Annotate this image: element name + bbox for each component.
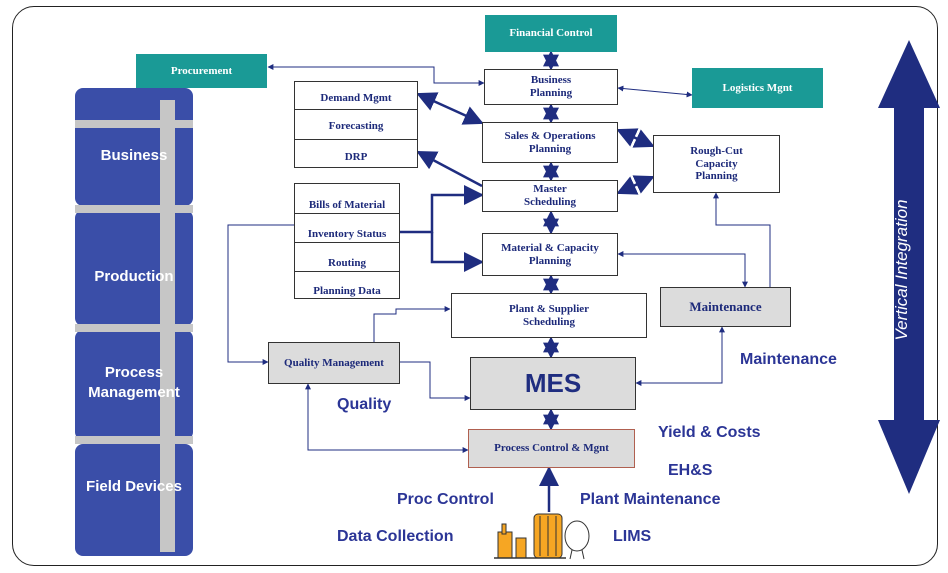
lims-label: LIMS (613, 528, 652, 545)
demand-list-item: Forecasting (328, 120, 384, 132)
materials-list-item: Routing (328, 257, 366, 269)
rough-cut-capacity-planning-box: Rough-Cut Capacity Planning (653, 135, 780, 193)
materials-list-divider (295, 213, 399, 214)
mes-box: MES (470, 357, 636, 410)
plant-icon (494, 513, 590, 560)
demand-list-divider (295, 139, 417, 140)
maintenance-box: Maintenance (660, 287, 791, 327)
material-capacity-planning-box: Material & Capacity Planning (482, 233, 618, 276)
plant-supplier-scheduling-box: Plant & Supplier Scheduling (451, 293, 647, 338)
stack-label-process-management: Process Management (88, 364, 180, 401)
stack-label-field-devices: Field Devices (86, 478, 182, 495)
business-planning-box: Business Planning (484, 69, 618, 105)
stack-separator (75, 324, 193, 332)
data-collection-label: Data Collection (337, 528, 454, 545)
materials-list-divider (295, 242, 399, 243)
vertical-integration-arrow (878, 40, 940, 494)
logistics-mgnt-box: Logistics Mgnt (692, 68, 823, 108)
stack-label-business: Business (100, 147, 168, 164)
demand-list-item: Demand Mgmt (320, 92, 392, 104)
materials-list-divider (295, 271, 399, 272)
master-scheduling-box: Master Scheduling (482, 180, 618, 212)
quality-management-box: Quality Management (268, 342, 400, 384)
stack-separator (75, 436, 193, 444)
vertical-integration-label: Vertical Integration (892, 199, 911, 341)
maintenance-label: Maintenance (740, 351, 837, 368)
proc-control-label: Proc Control (397, 491, 494, 508)
procurement-box: Procurement (136, 54, 267, 88)
stack-separator (75, 120, 193, 128)
yield-costs-label: Yield & Costs (658, 424, 761, 441)
demand-list-divider (295, 109, 417, 110)
stack-separator (75, 205, 193, 213)
process-control-mgnt-box: Process Control & Mgnt (468, 429, 635, 468)
quality-label: Quality (337, 396, 392, 413)
materials-list-item: Bills of Material (308, 199, 386, 211)
financial-control-box: Financial Control (485, 15, 617, 52)
materials-list-item: Inventory Status (307, 228, 387, 240)
plant-maintenance-label: Plant Maintenance (580, 491, 721, 508)
materials-list: Bills of Material Inventory Status Routi… (294, 183, 400, 299)
sales-operations-planning-box: Sales & Operations Planning (482, 122, 618, 163)
materials-list-item: Planning Data (313, 285, 381, 297)
stack-label-production: Production (94, 268, 174, 285)
demand-list-item: DRP (344, 151, 368, 163)
demand-list: Demand Mgmt Forecasting DRP (294, 81, 418, 168)
ehs-label: EH&S (668, 462, 713, 479)
